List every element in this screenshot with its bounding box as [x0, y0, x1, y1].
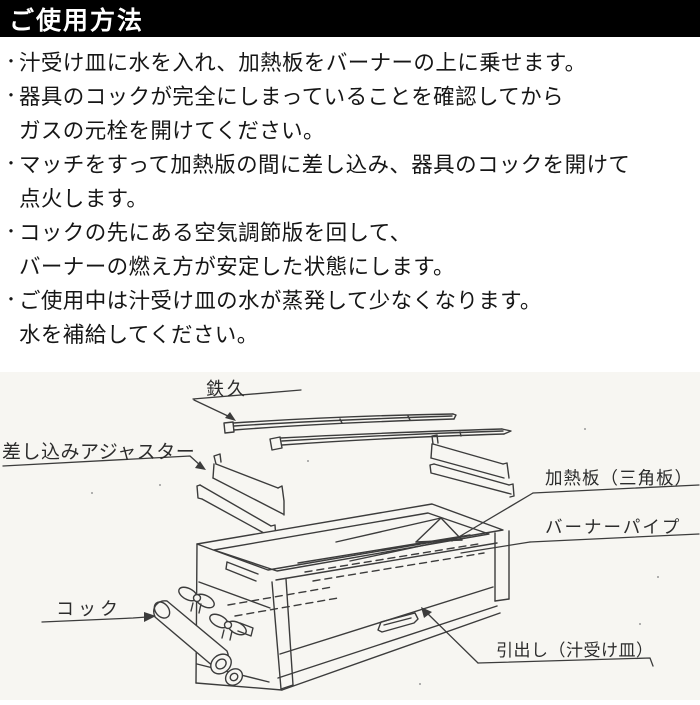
bullet-marker: ・: [3, 156, 20, 173]
instruction-line-continuation: 点火します。: [3, 182, 697, 216]
instruction-text: 点火します。: [19, 187, 149, 211]
grill-line-art: 鉄久 差し込みアジャスター 加熱板（三角板） バーナーパイプ コック 引出し（汁…: [2, 379, 700, 691]
label-cock: コック: [56, 599, 122, 619]
instruction-line-continuation: バーナーの燃え方が安定した状態にします。: [3, 250, 697, 284]
adjuster-bracket-right: [429, 434, 515, 498]
instruction-line: ・ 汁受け皿に水を入れ、加熱板をバーナーの上に乗せます。: [3, 46, 697, 80]
instruction-line: ・ コックの先にある空気調節版を回して、: [3, 216, 697, 250]
grill-rack-rod-upper: [223, 413, 457, 434]
instruction-text: ご使用中は汁受け皿の水が蒸発して少なくなります。: [19, 289, 542, 313]
bullet-marker: ・: [3, 88, 20, 105]
label-drawer-drip-tray: 引出し（汁受け皿）: [496, 641, 654, 660]
exploded-parts-diagram: 鉄久 差し込みアジャスター 加熱板（三角板） バーナーパイプ コック 引出し（汁…: [0, 372, 700, 700]
instruction-text: コックの先にある空気調節版を回して、: [19, 221, 412, 245]
bullet-marker: ・: [3, 54, 20, 71]
scan-noise-dots: [91, 428, 659, 685]
instruction-text: マッチをすって加熱版の間に差し込み、器具のコックを開けて: [19, 153, 631, 177]
label-grill-rack: 鉄久: [206, 379, 248, 399]
cock-knob-2: [209, 613, 254, 641]
title-bar: ご使用方法: [0, 0, 700, 37]
instruction-line-continuation: ガスの元栓を開けてください。: [3, 114, 697, 148]
label-insert-adjuster: 差し込みアジャスター: [2, 441, 195, 463]
bullet-marker: ・: [3, 224, 20, 241]
instruction-text: ガスの元栓を開けてください。: [19, 119, 325, 143]
burner-pipe-dashed-lines: [227, 543, 485, 617]
instruction-list: ・ 汁受け皿に水を入れ、加熱板をバーナーの上に乗せます。 ・ 器具のコックが完全…: [0, 37, 700, 352]
instruction-text: 水を補給してください。: [19, 323, 259, 347]
instruction-text: バーナーの燃え方が安定した状態にします。: [19, 255, 455, 279]
grill-body: [195, 503, 510, 691]
page-title: ご使用方法: [9, 6, 145, 35]
instruction-line-continuation: 水を補給してください。: [3, 318, 697, 352]
instruction-line: ・ マッチをすって加熱版の間に差し込み、器具のコックを開けて: [3, 148, 697, 182]
instruction-text: 汁受け皿に水を入れ、加熱板をバーナーの上に乗せます。: [19, 51, 587, 75]
instruction-line: ・ ご使用中は汁受け皿の水が蒸発して少なくなります。: [3, 284, 697, 318]
cock-assembly: [153, 586, 254, 686]
leader-arrowheads: [144, 412, 432, 622]
adjuster-bracket-left: [196, 453, 285, 542]
cock-knob-1: [178, 586, 215, 614]
instruction-text: 器具のコックが完全にしまっていることを確認してから: [19, 85, 564, 109]
instruction-line: ・ 器具のコックが完全にしまっていることを確認してから: [3, 80, 697, 114]
label-heating-plate: 加熱板（三角板）: [545, 468, 693, 488]
label-leader-lines: [2, 389, 700, 667]
label-burner-pipe: バーナーパイプ: [545, 517, 681, 537]
grill-rack-rod-lower: [269, 428, 512, 451]
bullet-marker: ・: [3, 292, 20, 309]
drawer-handle-drawing: [377, 612, 419, 633]
